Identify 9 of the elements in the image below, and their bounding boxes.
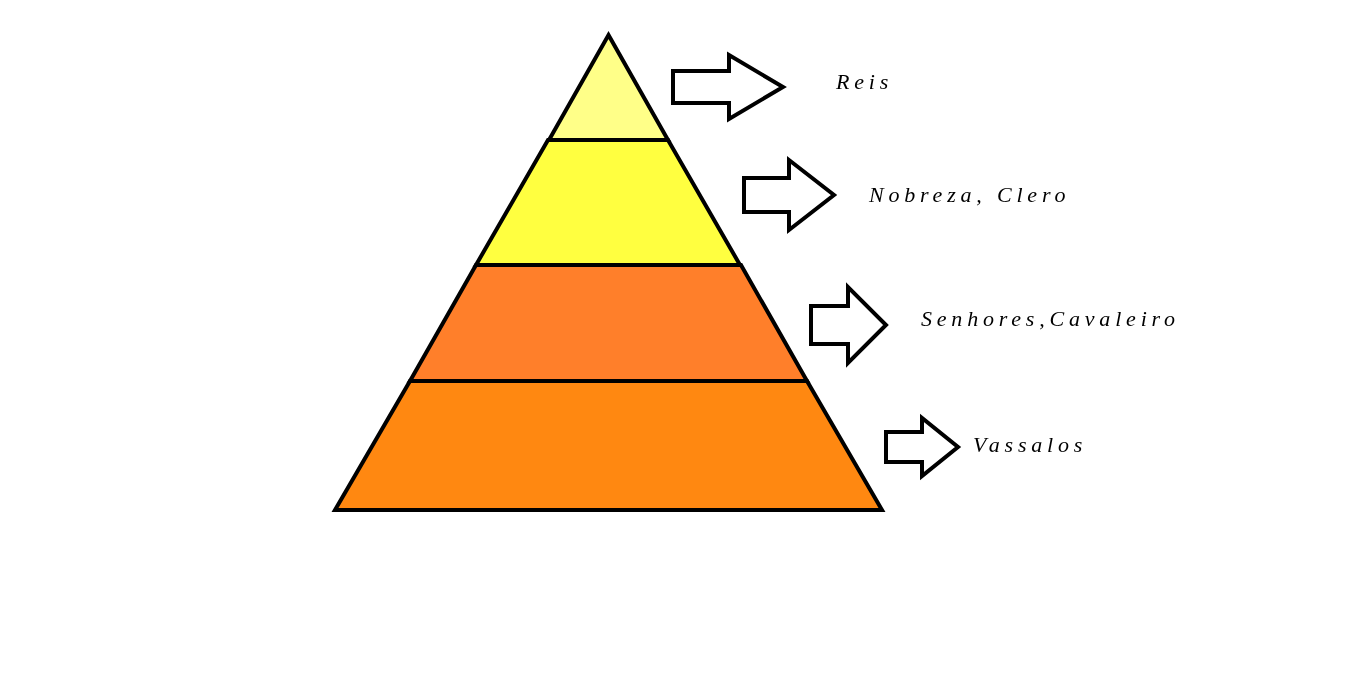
pyramid-tier bbox=[332, 378, 885, 513]
tier-label: Nobreza, Clero bbox=[869, 182, 1071, 208]
tier-label: Vassalos bbox=[973, 432, 1088, 458]
tier-label: Senhores,Cavaleiro bbox=[921, 306, 1180, 332]
block-arrow bbox=[671, 51, 787, 123]
block-arrow bbox=[809, 282, 889, 368]
block-arrow bbox=[884, 413, 962, 481]
tier-label: Reis bbox=[836, 69, 894, 95]
block-arrow bbox=[742, 155, 838, 235]
